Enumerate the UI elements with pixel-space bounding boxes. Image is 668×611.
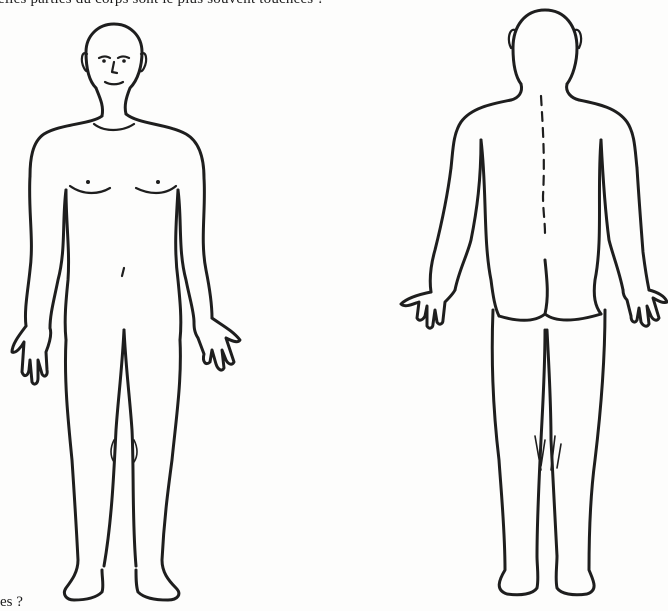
front-left-arm bbox=[25, 176, 31, 326]
front-right-hand bbox=[194, 318, 240, 370]
body-front-figure[interactable] bbox=[0, 0, 250, 608]
front-torso-left-side bbox=[65, 190, 68, 340]
front-chest-right bbox=[136, 186, 176, 193]
front-knee-right bbox=[134, 440, 137, 462]
back-shoulder-right bbox=[579, 100, 637, 168]
front-left-leg-outer bbox=[64, 340, 102, 600]
back-right-hand bbox=[623, 290, 667, 326]
back-buttocks-bottom bbox=[499, 314, 601, 320]
front-eye-left bbox=[99, 57, 110, 59]
back-neck-right bbox=[567, 84, 579, 100]
back-left-hand bbox=[401, 290, 455, 328]
front-right-leg-inner bbox=[124, 330, 136, 566]
back-torso-left bbox=[481, 140, 499, 316]
back-buttocks-line bbox=[545, 260, 547, 314]
front-head bbox=[86, 24, 142, 114]
front-left-hand bbox=[12, 326, 51, 384]
back-left-arm-inner bbox=[455, 140, 481, 290]
back-right-arm-outer bbox=[637, 168, 649, 290]
front-nipple-left bbox=[86, 180, 90, 184]
front-nose bbox=[112, 62, 117, 73]
body-back-figure[interactable] bbox=[395, 0, 668, 608]
back-neck-left bbox=[511, 84, 522, 100]
back-spine bbox=[541, 96, 545, 234]
front-shoulder-line bbox=[30, 116, 102, 176]
front-eye-left-dot bbox=[102, 59, 106, 63]
front-head-chin bbox=[96, 88, 103, 116]
front-right-leg-outer bbox=[136, 340, 180, 600]
question-text-bottom: es ? bbox=[0, 594, 23, 611]
front-mouth bbox=[105, 82, 123, 84]
front-right-arm bbox=[203, 178, 212, 318]
back-left-arm-outer bbox=[430, 168, 451, 292]
back-right-leg-inner bbox=[547, 330, 557, 556]
back-torso-right bbox=[594, 140, 601, 314]
front-left-leg-inner bbox=[104, 330, 124, 566]
back-head bbox=[513, 10, 577, 84]
back-right-leg-outer bbox=[556, 310, 605, 595]
front-nipple-right bbox=[156, 180, 160, 184]
front-eye-right bbox=[118, 57, 129, 59]
front-navel bbox=[122, 268, 124, 276]
front-eye-right-dot bbox=[122, 59, 126, 63]
front-collar bbox=[94, 124, 134, 130]
front-left-arm-inner bbox=[50, 190, 66, 328]
back-left-leg-outer bbox=[492, 310, 538, 595]
front-shoulder-line-right bbox=[126, 114, 204, 178]
back-right-arm-inner bbox=[601, 140, 623, 290]
front-chest-left bbox=[70, 186, 110, 193]
